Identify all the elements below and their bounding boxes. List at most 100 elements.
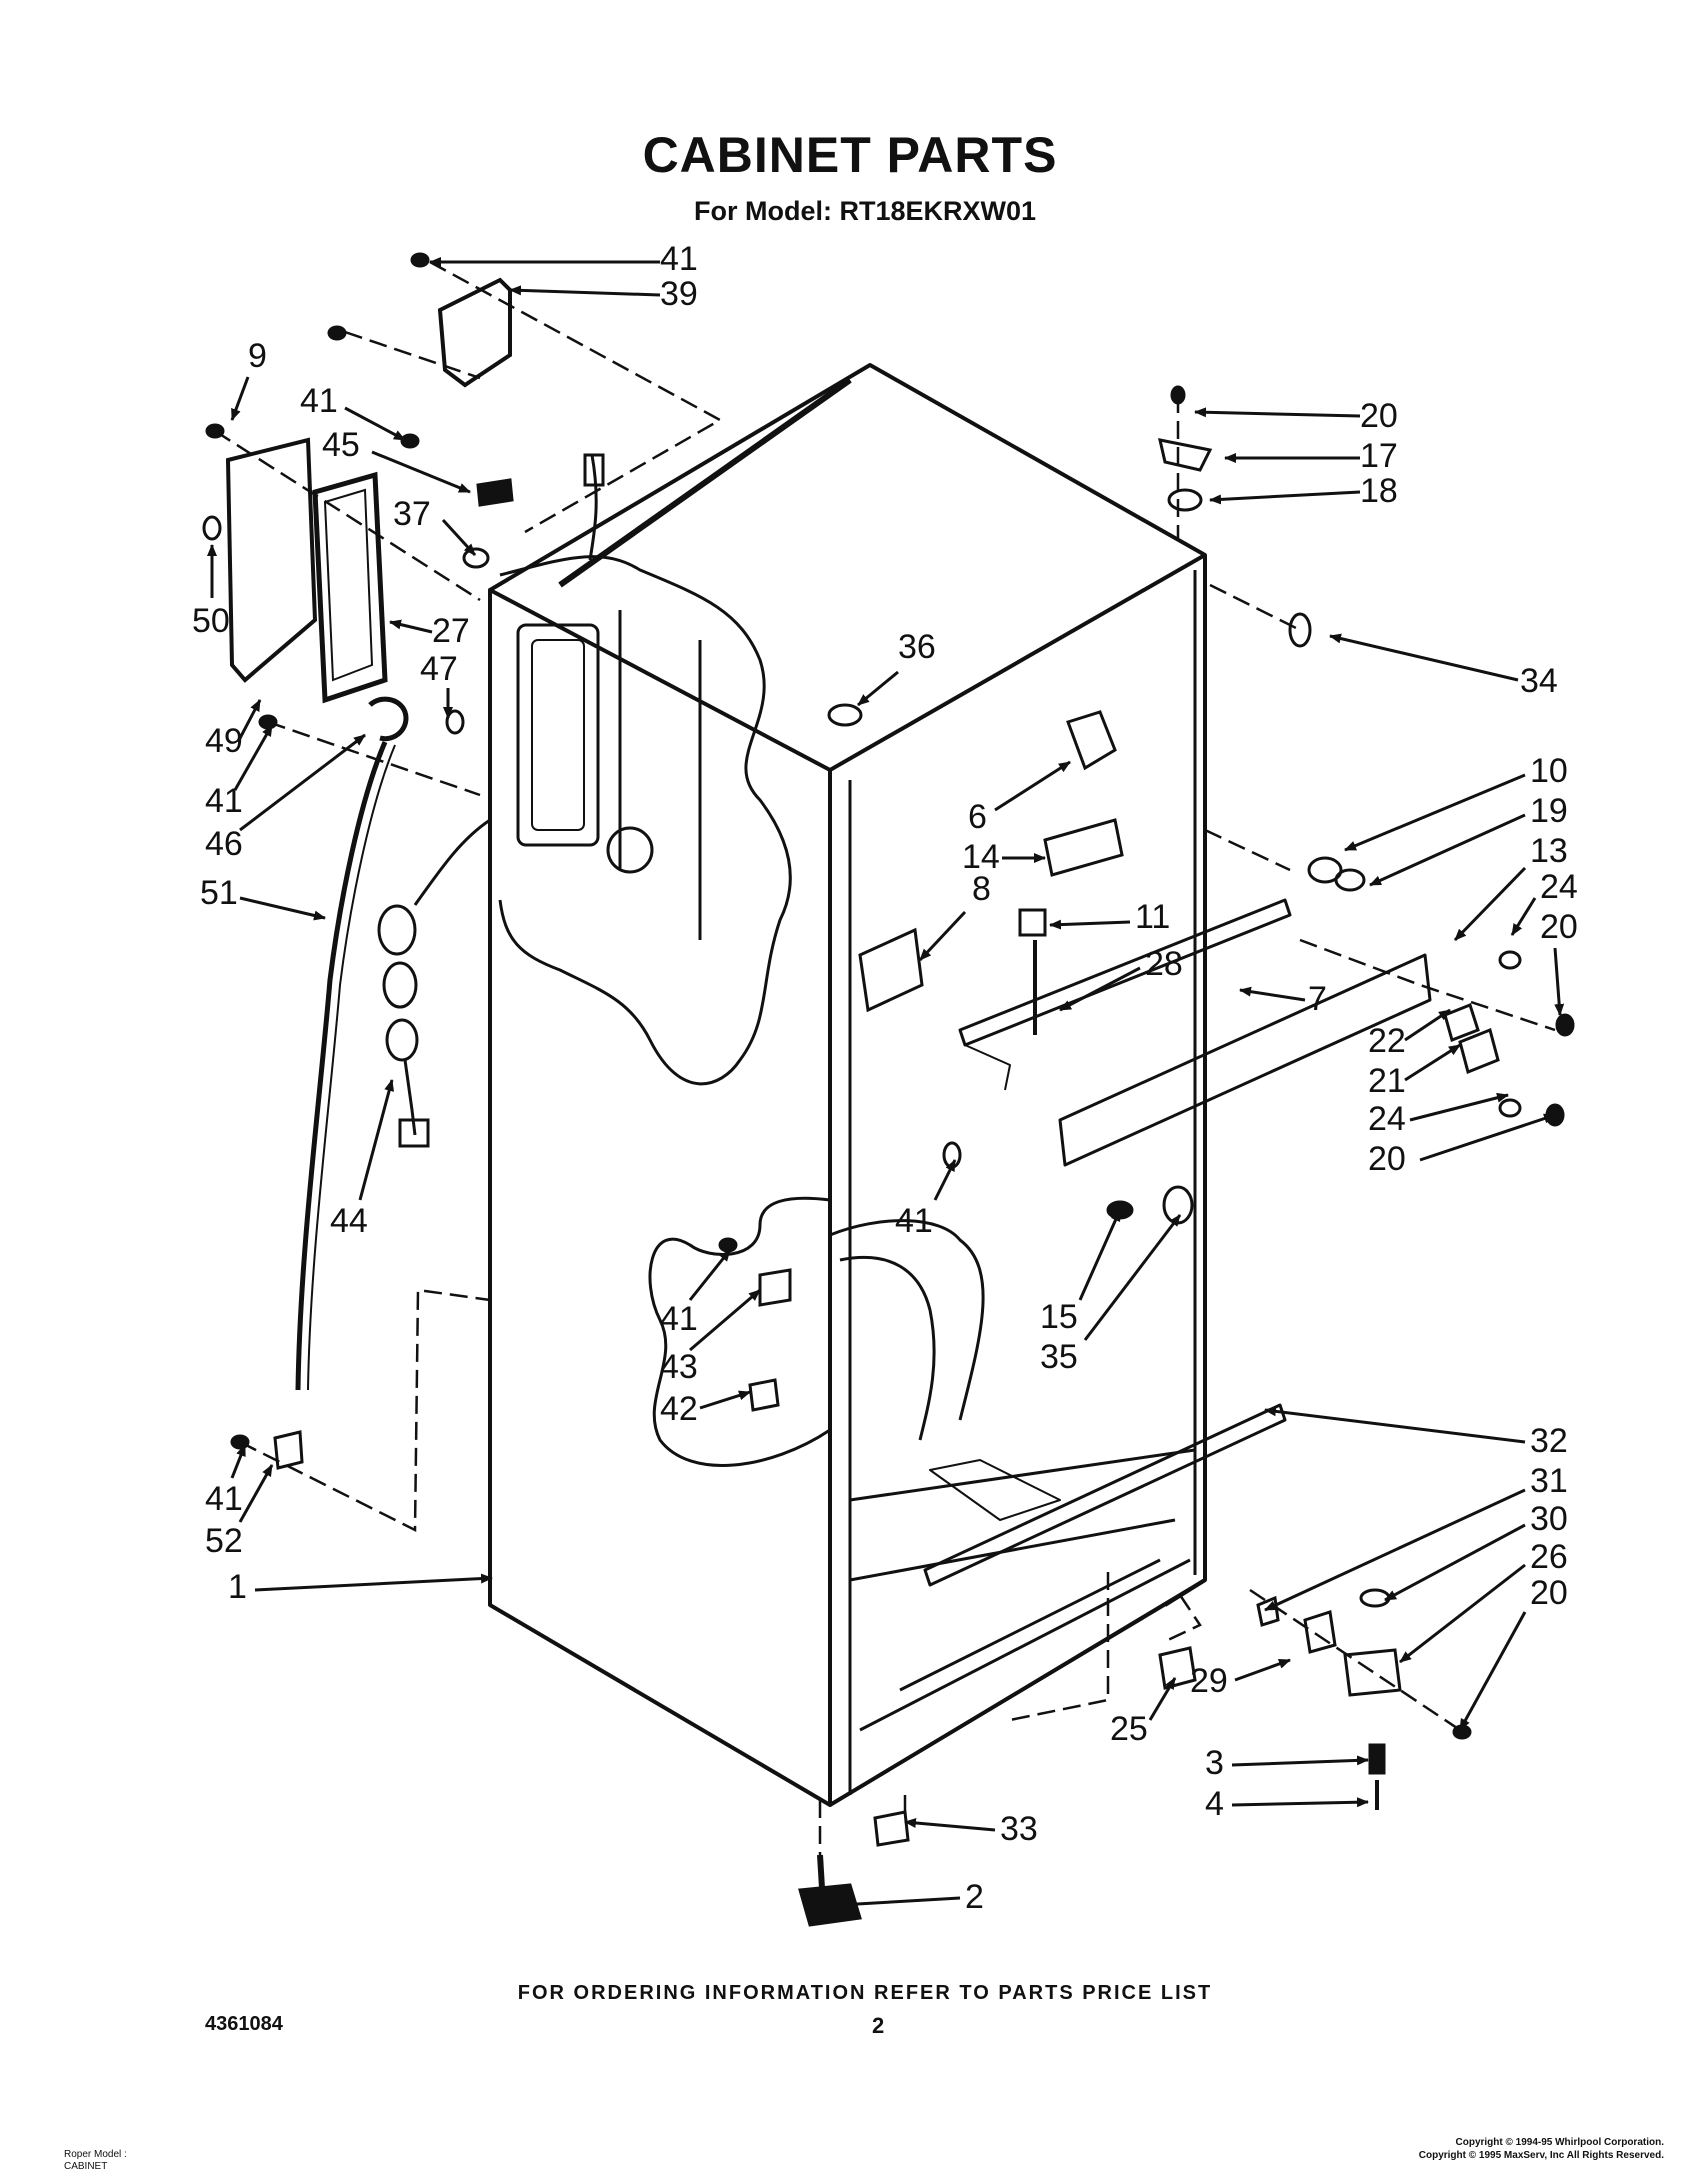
callout-part-17: 17 [1224, 437, 1398, 475]
part-number-label: 15 [1040, 1298, 1078, 1336]
leader-arrow [230, 376, 250, 421]
part-number-label: 41 [300, 382, 338, 420]
part-number-label: 17 [1360, 437, 1398, 475]
part-number-label: 42 [660, 1390, 698, 1428]
part-number-label: 39 [660, 275, 698, 313]
callout-part-31: 31 [1264, 1462, 1568, 1612]
callout-part-26: 26 [1399, 1538, 1568, 1664]
copyright-notice: Copyright © 1994-95 Whirlpool Corporatio… [1419, 2136, 1664, 2162]
part-number-label: 25 [1110, 1710, 1148, 1748]
part-number-label: 7 [1308, 980, 1327, 1018]
leader-arrow [1239, 986, 1306, 1002]
leader-arrow [230, 1444, 247, 1479]
callout-part-21: 21 [1368, 1043, 1461, 1100]
leader-arrow [1384, 1523, 1526, 1602]
part-number-label: 49 [205, 722, 243, 760]
model-subtitle: For Model: RT18EKRXW01 [693, 196, 1037, 226]
part-number-label: 11 [1135, 898, 1170, 936]
part-number-label: 14 [962, 838, 1000, 876]
leader-arrow [509, 285, 661, 297]
callout-part-47: 47 [420, 650, 458, 719]
leader-arrow [1148, 1677, 1177, 1721]
part-number-label: 2 [965, 1878, 984, 1916]
callout-part-43: 43 [660, 1288, 761, 1386]
leader-arrow [1231, 1797, 1369, 1808]
roper-cabinet-line: CABINET [64, 2161, 108, 2172]
leader-arrow [994, 760, 1071, 812]
part-number-label: 26 [1530, 1538, 1568, 1576]
leader-arrow [918, 910, 967, 962]
leader-arrow [1209, 490, 1361, 505]
part-number-label: 21 [1368, 1062, 1406, 1100]
part-number-label: 44 [330, 1202, 368, 1240]
page-title: CABINET PARTS [642, 127, 1058, 183]
callout-part-44: 44 [330, 1079, 394, 1240]
part-number-label: 37 [393, 495, 431, 533]
leader-arrow [1510, 897, 1537, 936]
dashed-leaders [214, 260, 1556, 1855]
ordering-note: FOR ORDERING INFORMATION REFER TO PARTS … [517, 1982, 1213, 2004]
leader-arrow [1458, 1611, 1527, 1731]
callout-part-30: 30 [1384, 1500, 1568, 1602]
part-number-label: 30 [1530, 1500, 1568, 1538]
part-number-label: 46 [205, 825, 243, 863]
callout-part-32: 32 [1264, 1406, 1568, 1460]
part-number-label: 28 [1145, 945, 1183, 983]
leader-arrow [688, 1249, 732, 1301]
part-number-label: 41 [205, 782, 243, 820]
part-number-label: 10 [1530, 752, 1568, 790]
part-number-label: 41 [660, 1300, 698, 1338]
callout-part-25: 25 [1110, 1677, 1177, 1748]
leader-arrow [1553, 947, 1565, 1016]
callout-part-35: 35 [1040, 1214, 1182, 1376]
part-number-label: 20 [1530, 1574, 1568, 1612]
page-number: 2 [872, 2013, 885, 2038]
part-number-label: 52 [205, 1522, 243, 1560]
copyright-line-1: Copyright © 1994-95 Whirlpool Corporatio… [1455, 2137, 1665, 2148]
callout-part-41: 41 [205, 724, 274, 820]
leader-arrow [1234, 1658, 1291, 1682]
callout-part-9: 9 [230, 337, 267, 421]
part-number-label: 19 [1530, 792, 1568, 830]
callout-part-34: 34 [1329, 633, 1558, 700]
callout-part-24: 24 [1510, 868, 1578, 936]
callout-part-19: 19 [1369, 792, 1568, 887]
leader-arrow [689, 1288, 761, 1352]
leader-arrow [371, 450, 471, 494]
callout-part-15: 15 [1040, 1209, 1122, 1336]
callout-part-41: 41 [429, 240, 698, 278]
leader-arrow [1078, 1209, 1122, 1301]
callout-part-24: 24 [1368, 1092, 1509, 1138]
callout-part-36: 36 [857, 628, 936, 707]
part-number-label: 20 [1368, 1140, 1406, 1178]
part-number-label: 45 [322, 426, 360, 464]
part-number-label: 41 [660, 240, 698, 278]
leader-arrow [254, 1573, 493, 1592]
part-number-label: 13 [1530, 832, 1568, 870]
leader-arrow [1453, 866, 1527, 942]
callout-part-20: 20 [1194, 397, 1398, 435]
part-number-label: 27 [432, 612, 470, 650]
callout-part-11: 11 [1049, 898, 1170, 936]
leader-arrow [1404, 1043, 1461, 1082]
part-number-label: 1 [228, 1568, 247, 1606]
leader-arrow [1329, 633, 1519, 682]
part-number-label: 9 [248, 337, 267, 375]
leader-arrow [857, 670, 899, 707]
leader-arrow [358, 1079, 394, 1201]
leader-arrow [389, 619, 433, 634]
leader-arrow [1419, 1113, 1556, 1162]
leader-arrow [1231, 1755, 1369, 1767]
copyright-line-2: Copyright © 1995 MaxServ, Inc All Rights… [1418, 2150, 1664, 2161]
part-number-label: 47 [420, 650, 458, 688]
callout-part-4: 4 [1205, 1785, 1369, 1823]
part-number-label: 41 [205, 1480, 243, 1518]
part-number-label: 35 [1040, 1338, 1078, 1376]
leader-arrow [441, 518, 477, 557]
callout-part-46: 46 [205, 733, 366, 863]
roper-model-line: Roper Model : [64, 2149, 127, 2160]
callout-part-45: 45 [322, 426, 471, 494]
callout-part-49: 49 [205, 699, 262, 760]
